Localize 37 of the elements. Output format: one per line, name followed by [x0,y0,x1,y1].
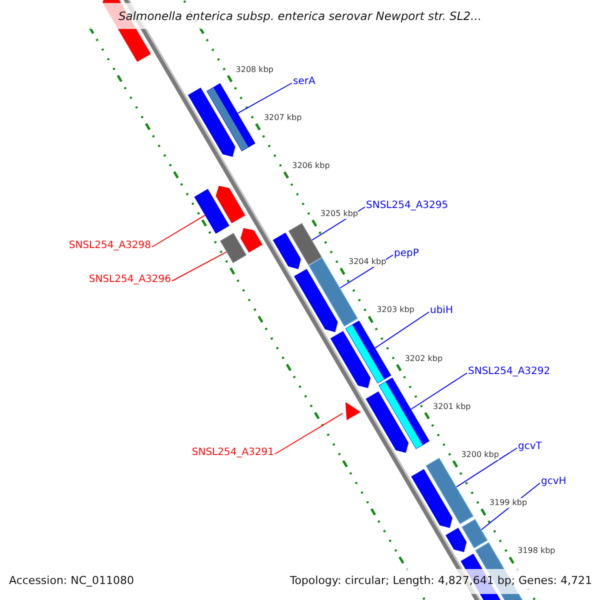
gene-label: serA [293,75,316,89]
leader-line [172,252,227,282]
gene-label: SNSL254_A3295 [366,199,448,213]
accession-text: Accession: NC_011080 [9,574,134,588]
gene-label: ubiH [430,304,453,318]
gene-bar [378,377,430,450]
scale-tick-label: 3205 kbp [320,209,358,220]
scale-tick-label: 3206 kbp [292,160,330,171]
gene-label: pepP [394,247,419,261]
leader-line [410,372,468,410]
leader-line [237,82,292,114]
leader-line [456,448,518,488]
scale-tick-label: 3204 kbp [348,257,386,268]
scale-tick-label: 3203 kbp [376,305,414,316]
leader-line [152,214,206,248]
gene-label: SNSL254_A3291 [192,446,274,460]
gene-bar [462,518,488,548]
scale-tick-label: 3202 kbp [404,354,443,364]
genome-info-text: Topology: circular; Length: 4,827,641 bp; Genes: 4,721 [290,574,592,588]
leader-line [274,412,344,454]
gene-bar [426,458,474,524]
leader-line [374,312,430,348]
gene-bar [194,188,230,234]
gene-label: gcvH [541,475,566,489]
gene-label: SNSL254_A3292 [468,365,550,379]
scale-tick-label: 3200 kbp [461,450,499,460]
scale-tick-label: 3198 kbp [518,546,556,556]
scale-tick-label: 3207 kbp [264,112,302,123]
gene-label: gcvT [518,440,542,454]
scale-tick-label: 3199 kbp [489,498,528,508]
gene-bar [288,222,322,266]
gene-bar [345,320,392,384]
gene-bar [220,232,247,264]
gene-bar [206,83,256,152]
gene-label: SNSL254_A3298 [68,239,151,253]
gene-label: SNSL254_A3296 [88,273,171,287]
gene-triangle [345,402,361,420]
